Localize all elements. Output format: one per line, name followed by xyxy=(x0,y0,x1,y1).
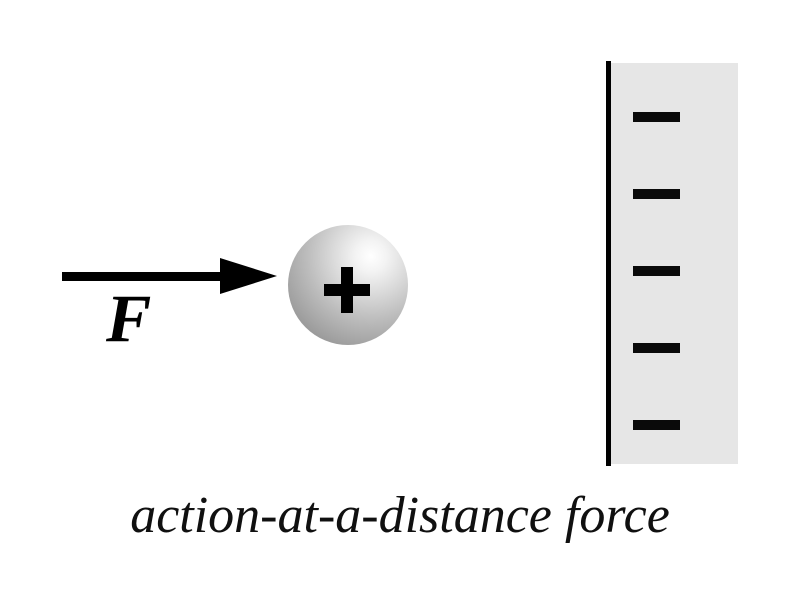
minus-charge-icon xyxy=(633,420,680,430)
minus-charge-icon xyxy=(633,189,680,199)
force-arrow-shaft xyxy=(62,272,222,281)
plus-icon-vertical-bar xyxy=(341,267,353,313)
minus-charge-icon xyxy=(633,266,680,276)
minus-charge-icon xyxy=(633,343,680,353)
minus-charge-icon xyxy=(633,112,680,122)
positive-charge-sphere xyxy=(288,225,408,345)
figure-caption: action-at-a-distance force xyxy=(130,487,670,544)
force-arrow-head-icon xyxy=(220,258,277,294)
force-label: F xyxy=(106,280,152,356)
plus-icon xyxy=(324,267,370,313)
negative-charge-wall xyxy=(611,63,738,464)
wall-surface-line xyxy=(606,61,611,466)
